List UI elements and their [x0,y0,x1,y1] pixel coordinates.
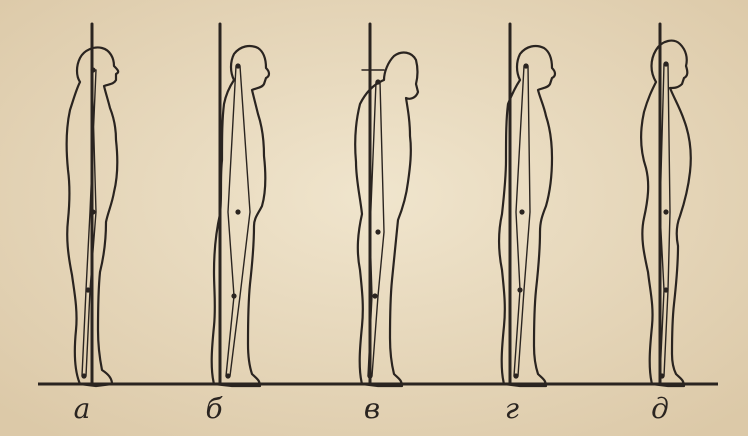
label-d: д [651,392,669,425]
label-b: б [205,392,223,425]
label-a: а [74,392,91,425]
label-v: в [364,392,380,425]
label-g: г [505,392,519,425]
